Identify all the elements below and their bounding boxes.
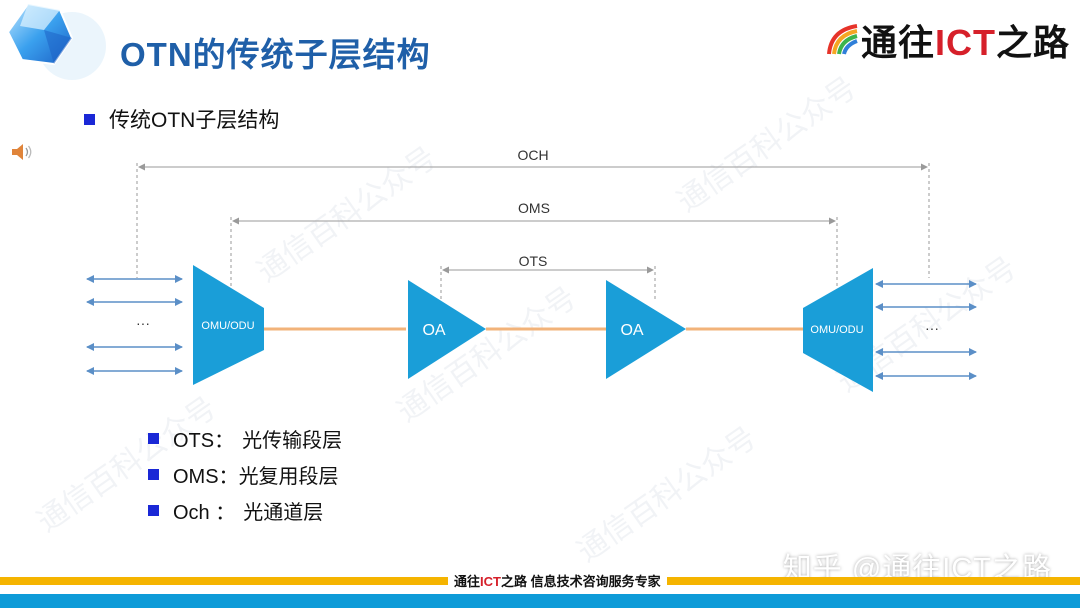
legend-abbr: Och ： [173,501,236,524]
brand-prefix: 通往 [860,22,935,63]
brand-logo: 通往ICT之路 [825,14,1070,66]
footer-blue-bar [0,594,1080,608]
watermark-faint: 通信百科公众号 [391,281,583,429]
ots-label: OTS [519,253,548,269]
watermark-faint: 通信百科公众号 [671,71,863,219]
right-mux-label: OMU/ODU [810,324,863,336]
bullet-square-icon [148,432,159,444]
legend-item-oms: OMS： 光复用段层 [148,456,342,492]
watermark-faint: 通信百科公众号 [571,421,763,569]
legend-abbr: OMS： [173,465,239,488]
legend-desc: 光复用段层 [238,465,339,488]
guide-lines [136,163,930,300]
main-bullet: 传统OTN子层结构 [84,104,279,134]
legend-desc: 光传输段层 [242,429,343,452]
bullet-square-icon [84,113,95,125]
bullet-square-icon [148,504,159,516]
brand-highlight: ICT [934,22,996,63]
left-mux-label: OMU/ODU [201,320,254,332]
page-title: OTN的传统子层结构 [120,36,431,73]
optical-amplifier-2 [606,280,686,379]
watermark-faint: 通信百科公众号 [251,141,443,289]
och-label: OCH [517,147,548,163]
bullet-square-icon [148,468,159,480]
legend-desc: 光通道层 [243,501,324,524]
layer-legend: OTS： 光传输段层 OMS： 光复用段层 Och ： 光通道层 [148,420,342,528]
footer-highlight: ICT [480,574,501,589]
left-omu-odu-mux [193,265,264,385]
watermark-faint: 通信百科公众号 [831,251,1023,399]
footer-prefix: 通往 [454,574,481,589]
hexagon-logo-icon [6,2,106,80]
brand-suffix: 之路 [995,22,1070,63]
left-ellipsis: ··· [136,315,150,331]
legend-item-ots: OTS： 光传输段层 [148,420,342,456]
amp2-label: OA [620,322,643,339]
legend-abbr: OTS： [173,429,235,452]
speaker-icon[interactable] [10,140,34,164]
main-bullet-text: 传统OTN子层结构 [109,109,280,132]
footer-slogan: 通往ICT之路 信息技术咨询服务专家 [448,573,667,591]
rainbow-icon [826,24,858,55]
oms-label: OMS [518,200,550,216]
footer-suffix: 之路 信息技术咨询服务专家 [500,574,661,589]
left-client-arrows [86,275,183,375]
legend-item-och: Och ： 光通道层 [148,492,342,528]
amp1-label: OA [422,322,445,339]
